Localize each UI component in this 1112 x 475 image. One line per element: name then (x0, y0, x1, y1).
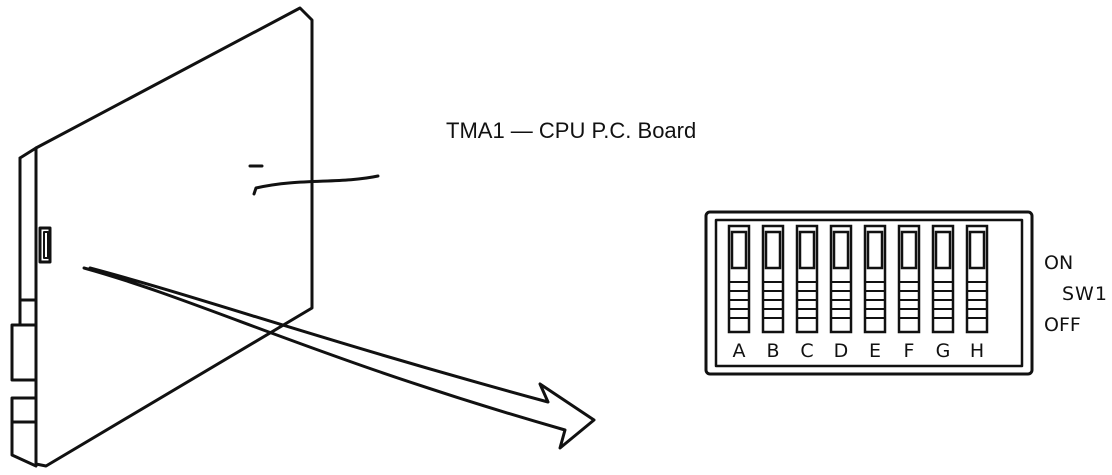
dip-switch (727, 224, 751, 334)
dip-switch (761, 224, 785, 334)
dip-switch (863, 224, 887, 334)
dip-switch (795, 224, 819, 334)
board-label: TMA1 — CPU P.C. Board (446, 118, 697, 143)
board-connector (38, 226, 52, 264)
switch-letter: G (935, 340, 951, 362)
switch-letter: D (833, 340, 849, 362)
switch-letter: C (800, 340, 814, 362)
pc-board-outline (34, 6, 314, 468)
switch-letter: B (766, 340, 780, 362)
off-position-label: OFF (1044, 314, 1081, 336)
pc-board-edge (10, 146, 38, 468)
switch-letter: H (969, 340, 985, 362)
dip-switch-housing (704, 210, 1034, 376)
dip-switch (931, 224, 955, 334)
callout-arrow (82, 266, 596, 450)
switch-letter: F (903, 340, 915, 362)
dip-switch (897, 224, 921, 334)
dip-switch (965, 224, 989, 334)
switch-letter: E (868, 340, 881, 362)
on-position-label: ON (1044, 252, 1074, 274)
label-leader-line (248, 164, 380, 196)
dip-switch (829, 224, 853, 334)
switch-name-label: SW1 (1062, 283, 1108, 305)
switch-letter: A (732, 340, 746, 362)
